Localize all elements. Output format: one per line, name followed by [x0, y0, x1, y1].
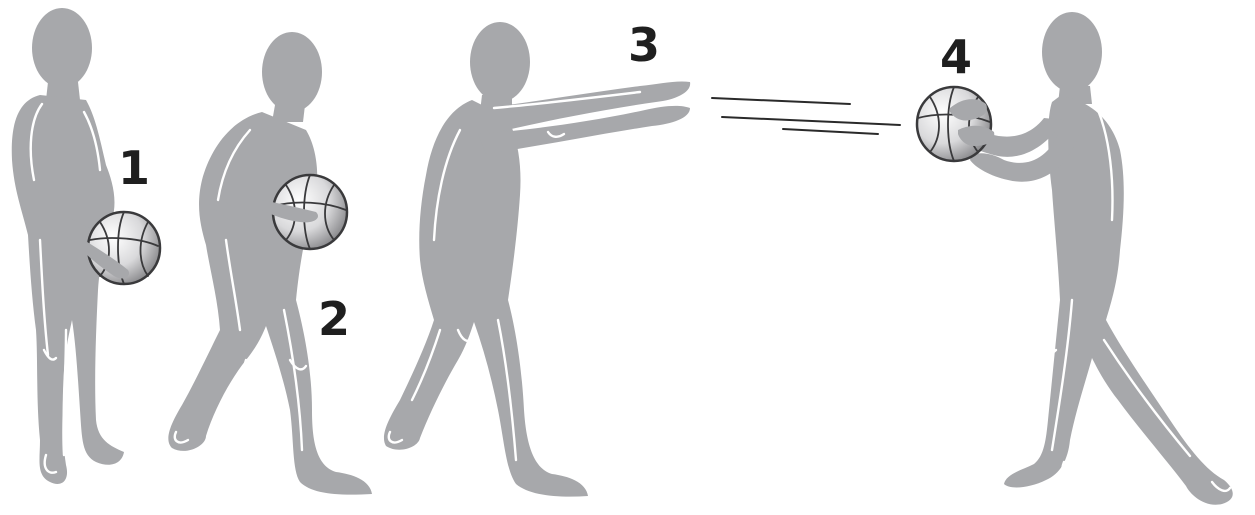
motion-lines — [712, 98, 900, 134]
player-2 — [168, 32, 372, 495]
step-number-3: 3 — [628, 22, 660, 68]
player-3 — [384, 22, 690, 497]
step-number-2: 2 — [318, 296, 350, 342]
player-4 — [960, 12, 1233, 505]
ball-4 — [917, 87, 991, 161]
step-number-4: 4 — [940, 34, 972, 80]
step-number-1: 1 — [118, 145, 150, 191]
